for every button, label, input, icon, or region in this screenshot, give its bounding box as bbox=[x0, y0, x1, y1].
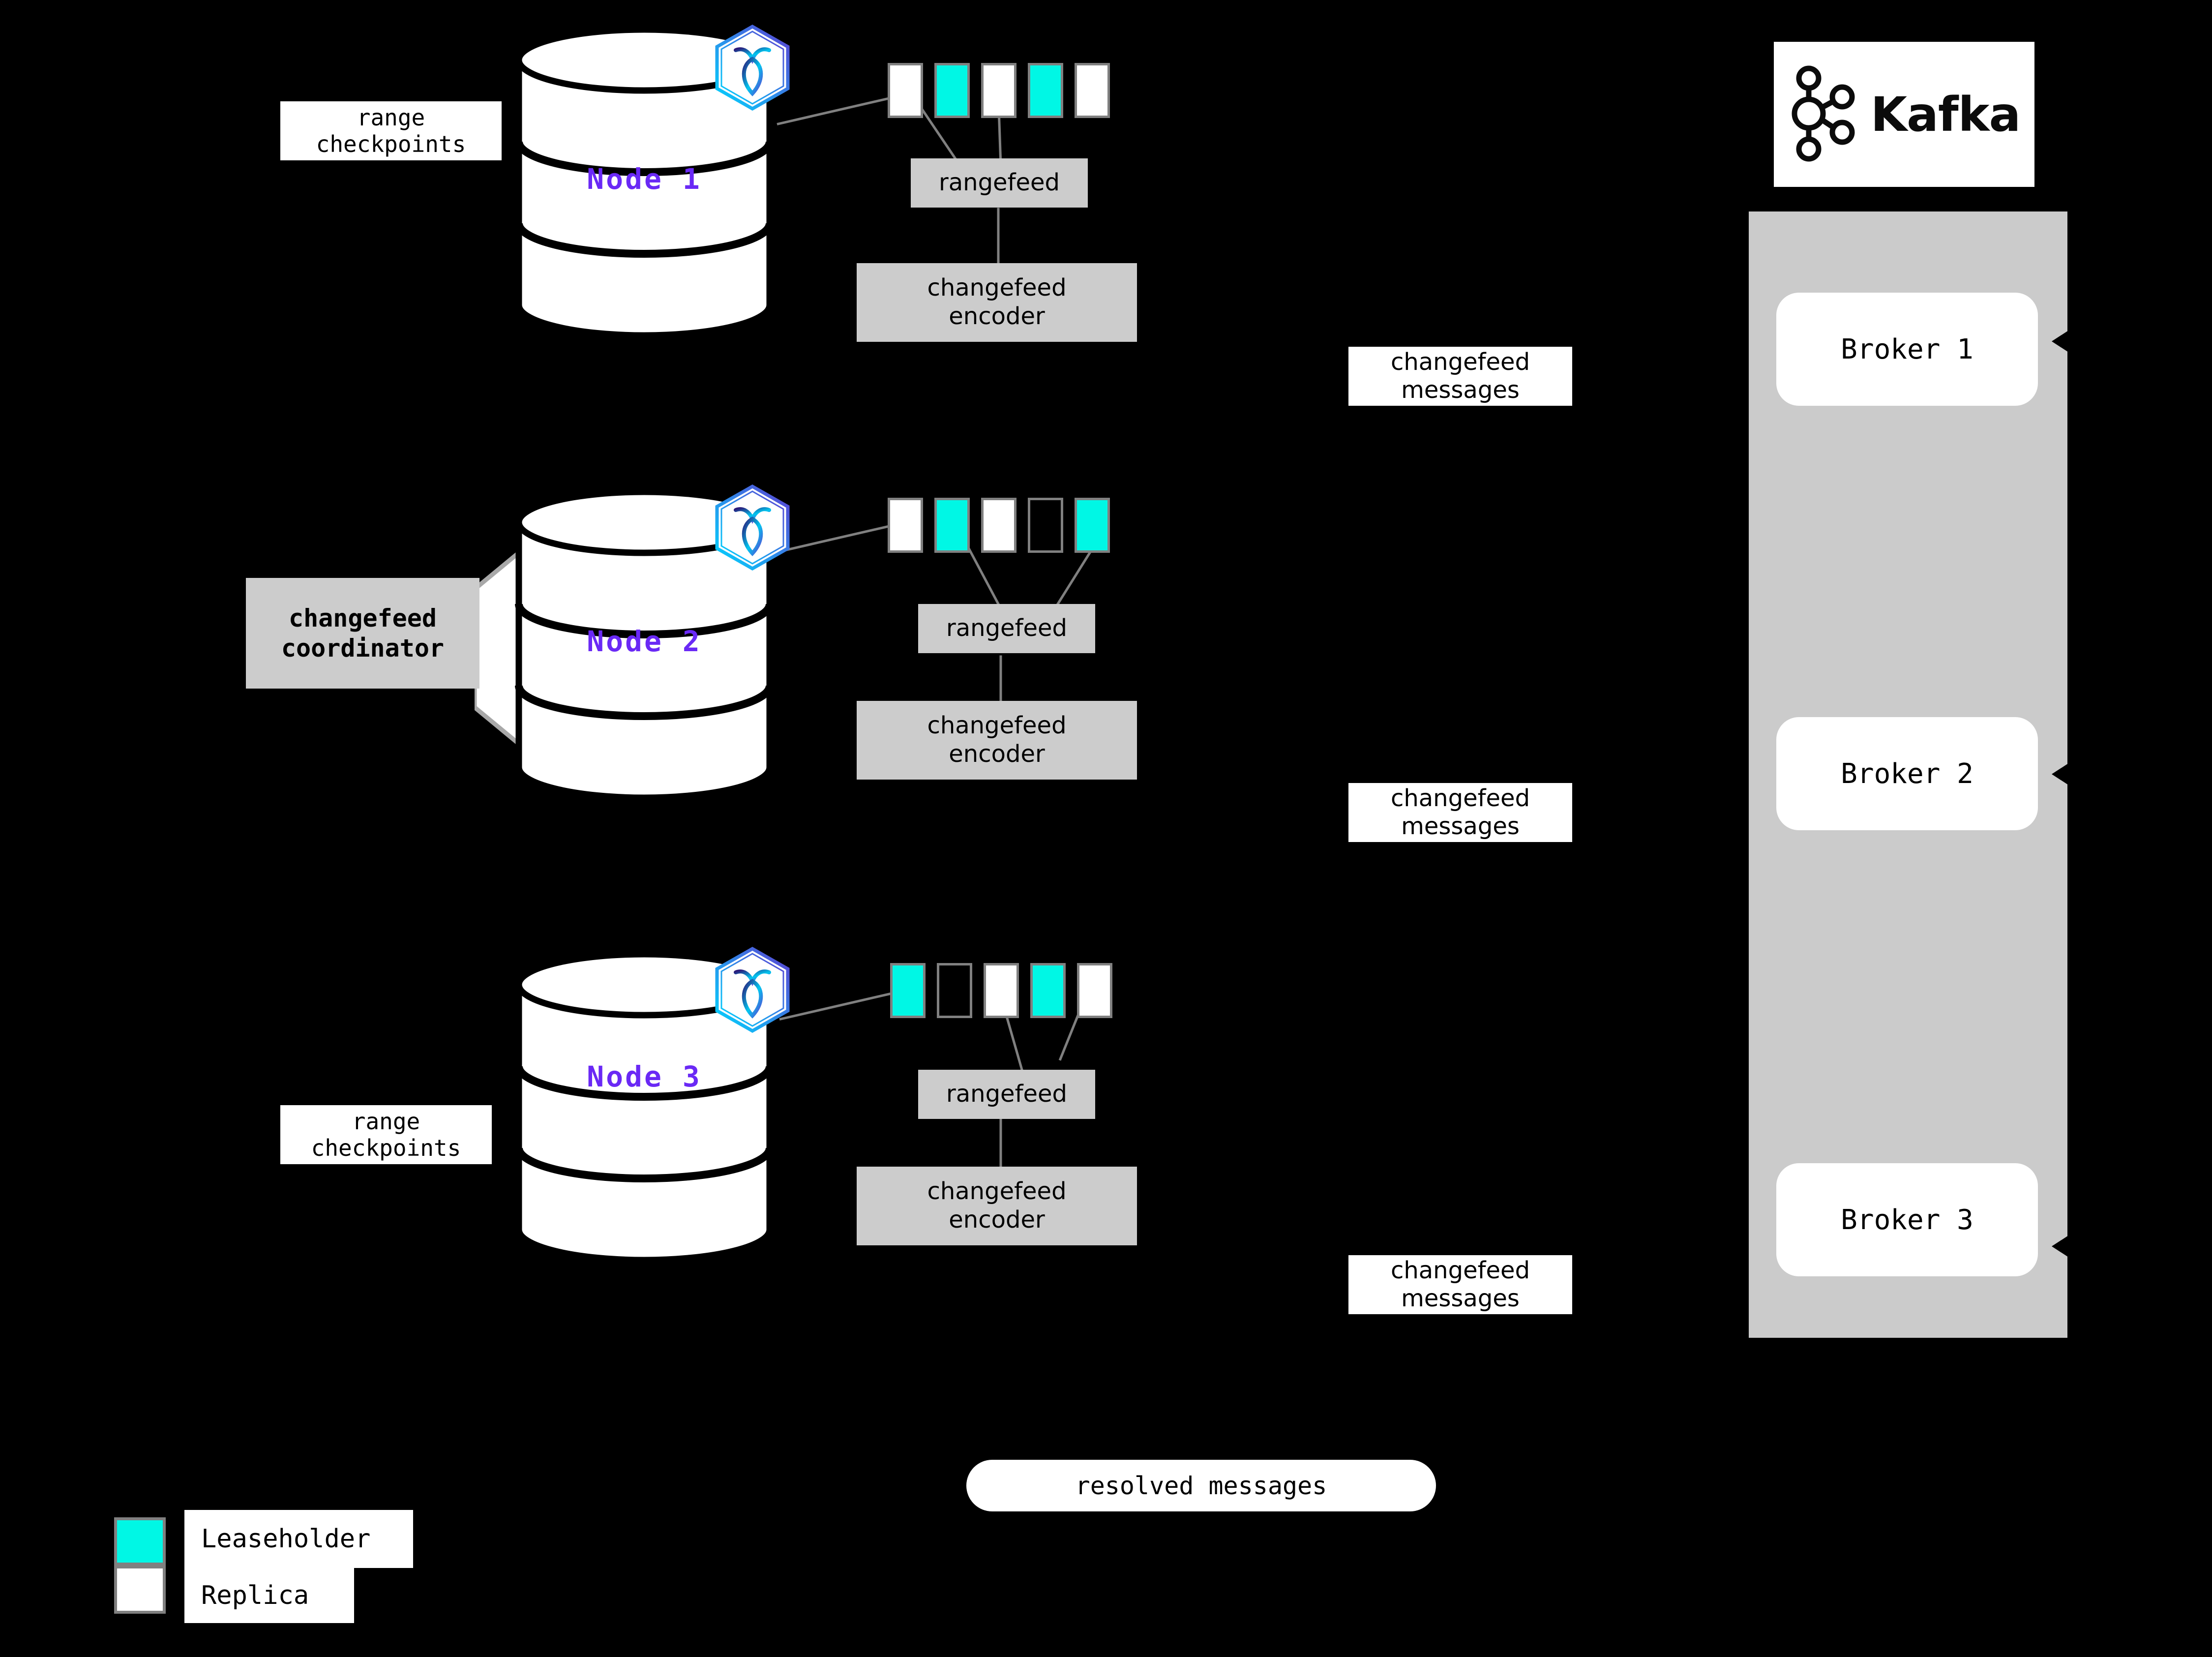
node2-changefeed-encoder-box[interactable]: changefeed encoder bbox=[857, 701, 1137, 780]
resolved-messages-pill[interactable]: resolved messages bbox=[966, 1460, 1436, 1511]
range-replica[interactable] bbox=[888, 498, 923, 553]
broker-item[interactable]: Broker 1 bbox=[1776, 293, 2038, 406]
node1-changefeed-encoder-box[interactable]: changefeed encoder bbox=[857, 263, 1137, 342]
node3-rangefeed-box[interactable]: rangefeed bbox=[918, 1070, 1095, 1119]
node1-cylinder: Node 1 bbox=[514, 26, 775, 339]
range-replica[interactable] bbox=[981, 63, 1016, 118]
broker-item[interactable]: Broker 2 bbox=[1776, 717, 2038, 830]
node3-changefeed-encoder-box[interactable]: changefeed encoder bbox=[857, 1167, 1137, 1245]
changefeed-messages-label-3: changefeed messages bbox=[1348, 1255, 1572, 1314]
kafka-inbound-arrowhead-3 bbox=[2052, 1235, 2068, 1257]
range-leaseholder[interactable] bbox=[934, 63, 970, 118]
broker-item[interactable]: Broker 3 bbox=[1776, 1163, 2038, 1276]
kafka-inbound-arrowhead-1 bbox=[2052, 331, 2068, 352]
kafka-logo bbox=[1788, 64, 1862, 165]
changefeed-messages-label-2: changefeed messages bbox=[1348, 783, 1572, 842]
legend-swatch-replica bbox=[114, 1566, 166, 1614]
legend-label-leaseholder: Leaseholder bbox=[184, 1510, 413, 1568]
node2-rangefeed-box[interactable]: rangefeed bbox=[918, 604, 1095, 653]
node3-cylinder: Node 3 bbox=[514, 951, 775, 1264]
kafka-inbound-arrowhead-2 bbox=[2052, 763, 2068, 785]
range-replica[interactable] bbox=[984, 963, 1019, 1018]
range-leaseholder[interactable] bbox=[890, 963, 926, 1018]
range-leaseholder[interactable] bbox=[1028, 63, 1063, 118]
range-replica[interactable] bbox=[1077, 963, 1112, 1018]
connector-node3-to-range bbox=[779, 990, 900, 1021]
changefeed-coordinator-box[interactable]: changefeed coordinator bbox=[246, 578, 479, 689]
cockroachdb-hex-logo bbox=[713, 484, 792, 571]
node3-side-label: range checkpoints bbox=[280, 1105, 492, 1164]
range-replica[interactable] bbox=[981, 498, 1016, 553]
legend-swatch-leaseholder bbox=[114, 1517, 166, 1566]
node1-side-label: range checkpoints bbox=[280, 101, 502, 160]
node1-label: Node 1 bbox=[587, 162, 702, 196]
range-replica[interactable] bbox=[888, 63, 923, 118]
range-leaseholder[interactable] bbox=[934, 498, 970, 553]
kafka-logo-card: Kafka bbox=[1774, 42, 2034, 187]
cockroachdb-hex-logo bbox=[713, 25, 792, 111]
legend-label-replica: Replica bbox=[184, 1568, 354, 1623]
connector-node2-to-range bbox=[777, 523, 897, 553]
kafka-wordmark: Kafka bbox=[1870, 87, 2021, 142]
range-leaseholder[interactable] bbox=[1075, 498, 1110, 553]
node1-rangefeed-box[interactable]: rangefeed bbox=[911, 158, 1088, 208]
range-empty[interactable] bbox=[937, 963, 972, 1018]
node3-label: Node 3 bbox=[587, 1060, 702, 1093]
range-leaseholder[interactable] bbox=[1030, 963, 1066, 1018]
range-replica[interactable] bbox=[1075, 63, 1110, 118]
cockroachdb-hex-logo bbox=[713, 947, 792, 1033]
node2-label: Node 2 bbox=[587, 625, 702, 658]
connector-node1-to-range bbox=[777, 95, 897, 125]
changefeed-messages-label-1: changefeed messages bbox=[1348, 347, 1572, 406]
range-empty[interactable] bbox=[1028, 498, 1063, 553]
